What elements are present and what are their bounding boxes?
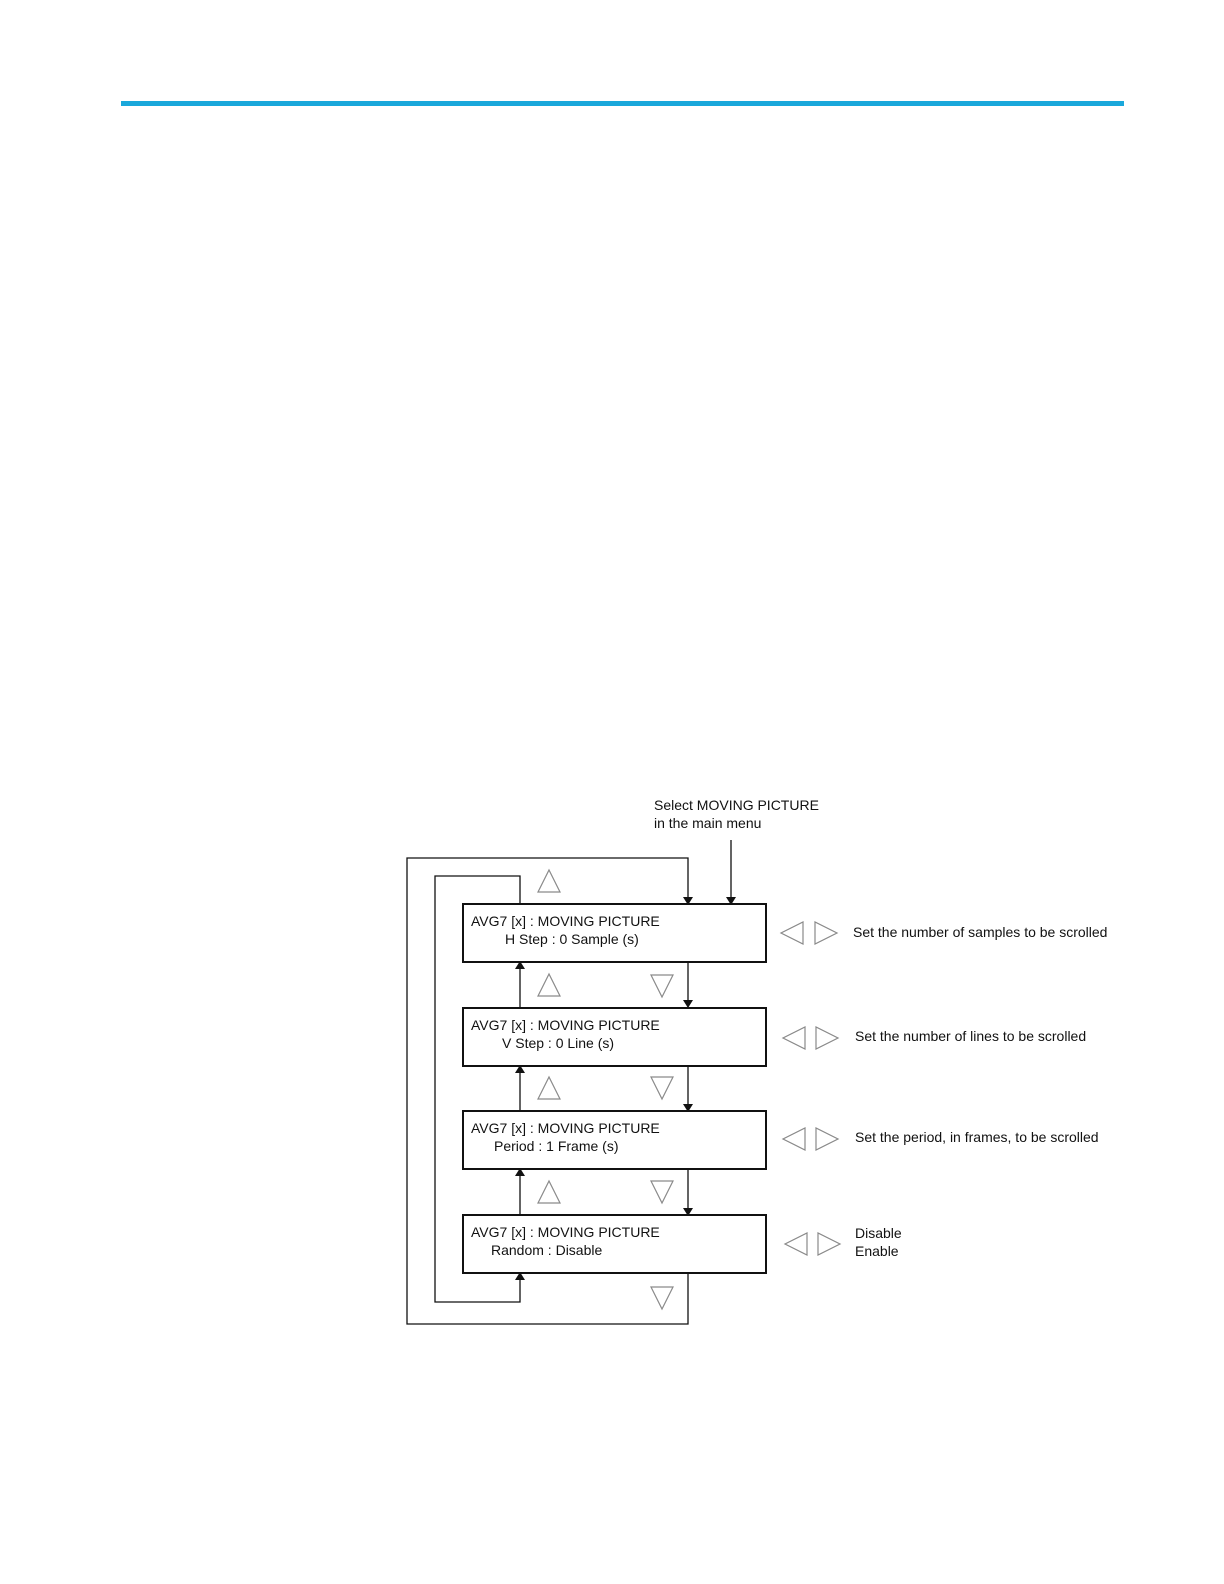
up-triangle-icon[interactable] [537, 972, 561, 997]
outer-loop-line [406, 857, 693, 1325]
right-triangle-icon[interactable] [817, 1232, 842, 1256]
left-triangle-icon[interactable] [781, 1127, 806, 1151]
menu-box-h-step: AVG7 [x] : MOVING PICTURE H Step : 0 Sam… [462, 903, 767, 963]
menu-box-period: AVG7 [x] : MOVING PICTURE Period : 1 Fra… [462, 1110, 767, 1170]
right-triangle-icon[interactable] [814, 921, 839, 945]
menu-box-description: Enable [855, 1243, 899, 1259]
menu-box-title: AVG7 [x] : MOVING PICTURE [471, 913, 660, 929]
down-triangle-icon[interactable] [650, 1076, 674, 1101]
header-accent-bar [121, 101, 1124, 106]
left-triangle-icon[interactable] [781, 1026, 806, 1050]
entry-note-line2: in the main menu [654, 815, 761, 831]
entry-note-line1: Select MOVING PICTURE [654, 797, 819, 813]
menu-box-v-step: AVG7 [x] : MOVING PICTURE V Step : 0 Lin… [462, 1007, 767, 1067]
up-triangle-icon[interactable] [537, 1075, 561, 1100]
right-triangle-icon[interactable] [815, 1127, 840, 1151]
menu-box-description: Disable [855, 1225, 902, 1241]
menu-box-description: Set the number of lines to be scrolled [855, 1028, 1086, 1044]
menu-box-description: Set the period, in frames, to be scrolle… [855, 1129, 1099, 1145]
down-triangle-icon[interactable] [650, 974, 674, 999]
down-triangle-icon[interactable] [650, 1180, 674, 1205]
inner-loop-line [434, 875, 525, 1303]
menu-box-value: H Step : 0 Sample (s) [505, 931, 639, 947]
menu-box-value: Random : Disable [491, 1242, 602, 1258]
right-triangle-icon[interactable] [815, 1026, 840, 1050]
menu-box-title: AVG7 [x] : MOVING PICTURE [471, 1224, 660, 1240]
menu-box-title: AVG7 [x] : MOVING PICTURE [471, 1120, 660, 1136]
menu-box-value: V Step : 0 Line (s) [502, 1035, 614, 1051]
left-triangle-icon[interactable] [779, 921, 804, 945]
menu-box-random: AVG7 [x] : MOVING PICTURE Random : Disab… [462, 1214, 767, 1274]
up-triangle-icon[interactable] [537, 1179, 561, 1204]
up-triangle-icon[interactable] [537, 868, 561, 893]
down-triangle-icon[interactable] [650, 1286, 674, 1311]
menu-box-value: Period : 1 Frame (s) [494, 1138, 618, 1154]
menu-box-description: Set the number of samples to be scrolled [853, 924, 1107, 940]
left-triangle-icon[interactable] [783, 1232, 808, 1256]
menu-box-title: AVG7 [x] : MOVING PICTURE [471, 1017, 660, 1033]
